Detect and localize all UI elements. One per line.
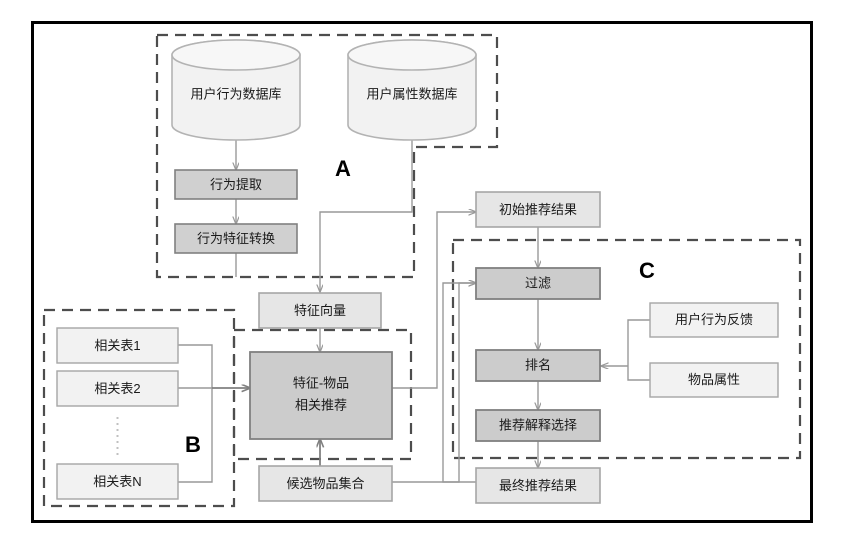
node-label: 行为特征转换 (197, 231, 275, 246)
node-label: 用户属性数据库 (366, 86, 457, 101)
edge-itemattr-bus (627, 366, 650, 381)
node-label: 过滤 (525, 275, 551, 290)
group-b-boundary (42, 308, 236, 508)
node-label: 相关表1 (94, 338, 140, 353)
node-behavior-extract[interactable]: 行为提取 (174, 169, 298, 200)
node-behavior-feature-transform[interactable]: 行为特征转换 (174, 223, 298, 254)
node-feature-vector[interactable]: 特征向量 (258, 292, 382, 329)
node-user-behavior-feedback[interactable]: 用户行为反馈 (649, 302, 779, 338)
edge-feedback-bus (627, 319, 650, 366)
node-item-attribute[interactable]: 物品属性 (649, 362, 779, 398)
node-feature-item-recommend[interactable]: 特征-物品 相关推荐 (249, 351, 393, 440)
node-label: 最终推荐结果 (499, 478, 577, 493)
node-label: 推荐解释选择 (499, 417, 577, 432)
node-initial-rec-result[interactable]: 初始推荐结果 (475, 191, 601, 228)
node-label: 物品属性 (688, 372, 740, 387)
node-ranking[interactable]: 排名 (475, 349, 601, 382)
node-label: 行为提取 (210, 177, 262, 192)
node-label: 用户行为数据库 (190, 86, 281, 101)
recommender-boundary (232, 328, 413, 461)
node-label: 相关表2 (94, 381, 140, 396)
node-label: 特征向量 (294, 303, 346, 318)
edge-rec-to-initial (392, 212, 476, 389)
node-label-line1: 特征-物品 (293, 375, 349, 390)
edge-final-feedback-to-filter (442, 283, 476, 483)
node-final-rec-result[interactable]: 最终推荐结果 (475, 467, 601, 504)
group-c-boundary (451, 238, 802, 460)
node-related-table-n[interactable]: 相关表N (56, 463, 179, 500)
edge-attrdb-to-featurevector (320, 140, 413, 292)
edge-table1-bus (178, 344, 213, 388)
group-label-a: A (335, 156, 351, 181)
node-related-table-1[interactable]: 相关表1 (56, 327, 179, 364)
node-related-table-2[interactable]: 相关表2 (56, 370, 179, 407)
edge-tablen-bus (178, 388, 213, 483)
node-filter[interactable]: 过滤 (475, 267, 601, 300)
node-label: 初始推荐结果 (499, 202, 577, 217)
node-user-behavior-db[interactable]: 用户行为数据库 (171, 39, 301, 141)
node-candidate-item-set[interactable]: 候选物品集合 (258, 465, 393, 502)
group-label-b: B (185, 432, 201, 457)
node-label: 用户行为反馈 (675, 312, 753, 327)
group-a-boundary (155, 33, 499, 279)
node-label: 相关表N (93, 474, 141, 489)
node-label: 排名 (525, 357, 551, 372)
node-label: 候选物品集合 (286, 476, 364, 491)
connectors (178, 140, 650, 483)
node-user-attribute-db[interactable]: 用户属性数据库 (347, 39, 477, 141)
node-rec-explain-select[interactable]: 推荐解释选择 (475, 409, 601, 442)
node-label-line2: 相关推荐 (295, 397, 347, 412)
group-label-c: C (639, 258, 655, 283)
